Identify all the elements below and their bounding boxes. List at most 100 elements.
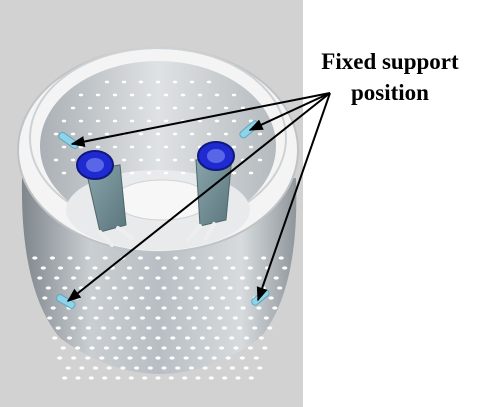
- perforation-hole: [124, 316, 130, 320]
- perforation-hole: [146, 145, 152, 149]
- perforation-hole: [61, 145, 67, 149]
- perforation-hole: [134, 366, 140, 370]
- perforation-hole: [221, 326, 227, 330]
- perforation-hole: [103, 346, 109, 350]
- perforation-hole: [171, 296, 177, 300]
- perforation-hole: [161, 286, 167, 290]
- perforation-hole: [244, 286, 250, 290]
- perforation-hole: [87, 106, 93, 110]
- perforation-hole: [172, 132, 178, 136]
- perforation-hole: [175, 346, 181, 350]
- perforation-hole: [139, 316, 146, 320]
- perforation-hole: [141, 356, 147, 360]
- perforation-hole: [146, 171, 152, 175]
- perforation-hole: [128, 376, 134, 380]
- perforation-hole: [184, 336, 191, 340]
- perforation-hole: [87, 276, 93, 280]
- perforation-hole: [177, 286, 184, 290]
- perforation-hole: [256, 306, 262, 310]
- perforation-hole: [231, 145, 237, 149]
- perforation-hole: [206, 276, 212, 280]
- perforation-hole: [85, 256, 91, 260]
- perforation-hole: [206, 326, 212, 330]
- perforation-hole: [163, 119, 169, 123]
- perforation-hole: [189, 80, 195, 84]
- perforation-hole: [155, 356, 161, 360]
- perforation-hole: [81, 336, 87, 340]
- perforation-hole: [32, 256, 38, 260]
- perforation-hole: [211, 356, 217, 360]
- perforation-hole: [85, 326, 91, 330]
- perforation-hole: [93, 316, 99, 320]
- perforation-hole: [229, 366, 235, 370]
- perforation-hole: [195, 376, 201, 380]
- perforation-hole: [175, 366, 181, 370]
- perforation-hole: [172, 106, 178, 110]
- perforation-hole: [256, 276, 262, 280]
- perforation-hole: [243, 366, 249, 370]
- perforation-hole: [66, 336, 73, 340]
- perforation-hole: [188, 366, 194, 370]
- perforation-hole: [70, 158, 76, 162]
- perforation-hole: [257, 132, 263, 136]
- perforation-hole: [146, 326, 152, 330]
- perforation-hole: [115, 376, 121, 380]
- perforation-hole: [231, 171, 237, 175]
- perforation-hole: [155, 80, 161, 84]
- perforation-hole: [169, 356, 175, 360]
- perforation-hole: [146, 119, 152, 123]
- perforation-hole: [240, 106, 246, 110]
- perforation-hole: [112, 93, 118, 97]
- perforation-hole: [180, 93, 186, 97]
- perforation-hole: [138, 276, 144, 280]
- perforation-hole: [201, 316, 207, 320]
- perforation-hole: [138, 158, 144, 162]
- perforation-hole: [131, 326, 137, 330]
- perforation-hole: [104, 106, 110, 110]
- perforation-hole: [233, 346, 239, 350]
- perforation-hole: [70, 132, 76, 136]
- perforation-hole: [88, 376, 94, 380]
- perforation-hole: [180, 145, 186, 149]
- perforation-hole: [121, 106, 127, 110]
- perforation-hole: [227, 286, 233, 290]
- perforation-hole: [89, 346, 95, 350]
- perforation-hole: [155, 106, 161, 110]
- perforation-hole: [195, 266, 202, 270]
- perforation-hole: [248, 376, 254, 380]
- left-bracket: [76, 150, 134, 247]
- perforation-hole: [87, 132, 93, 136]
- perforation-hole: [145, 306, 151, 310]
- perforation-hole: [252, 326, 258, 330]
- perforation-hole: [211, 286, 217, 290]
- perforation-hole: [239, 276, 245, 280]
- perforation-hole: [127, 356, 133, 360]
- perforation-hole: [45, 286, 51, 290]
- perforation-hole: [128, 286, 134, 290]
- perforation-hole: [190, 256, 196, 260]
- perforation-hole: [197, 93, 203, 97]
- perforation-hole: [197, 356, 203, 360]
- perforation-hole: [186, 316, 192, 320]
- perforation-hole: [231, 93, 237, 97]
- perforation-hole: [120, 366, 126, 370]
- perforation-hole: [155, 132, 161, 136]
- perforation-hole: [239, 356, 245, 360]
- perforation-hole: [102, 256, 108, 260]
- perforation-hole: [170, 336, 176, 340]
- callout-label: Fixed support position: [300, 46, 480, 108]
- perforation-hole: [121, 276, 127, 280]
- perforation-hole: [273, 276, 279, 280]
- perforation-hole: [217, 316, 223, 320]
- arrow-lower-right: [256, 92, 331, 302]
- perforation-hole: [50, 306, 56, 310]
- perforation-hole: [112, 145, 118, 149]
- perforation-hole: [57, 266, 64, 270]
- perforation-hole: [155, 276, 161, 280]
- perforation-hole: [232, 316, 238, 320]
- perforation-hole: [78, 316, 84, 320]
- perforation-hole: [155, 316, 161, 320]
- perforation-hole: [102, 376, 108, 380]
- perforation-hole: [121, 80, 127, 84]
